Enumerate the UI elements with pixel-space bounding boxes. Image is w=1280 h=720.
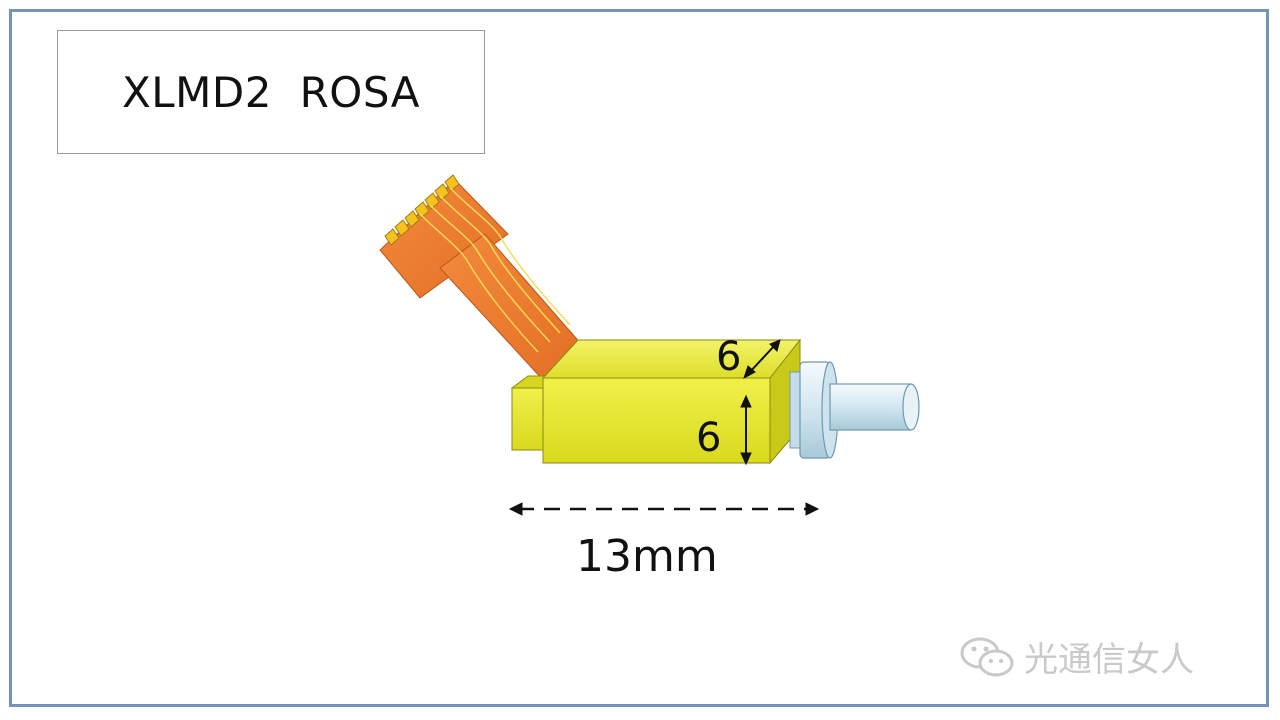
- wechat-icon: [960, 637, 1014, 676]
- title-box: XLMD2 ROSA: [57, 30, 485, 154]
- length-label: 13mm: [576, 531, 718, 582]
- flex-cable: [379, 174, 583, 381]
- body-front-face: [542, 377, 771, 464]
- depth-label: 6: [716, 334, 741, 380]
- dimension-arrows: [508, 339, 820, 516]
- depth-arrow: [747, 343, 777, 375]
- flex-pins: [384, 174, 460, 246]
- watermark: 光通信女人: [958, 632, 1194, 681]
- rosa-body: [541, 338, 802, 465]
- diagram-title: XLMD2 ROSA: [121, 67, 421, 117]
- watermark-text: 光通信女人: [1024, 640, 1194, 680]
- height-label: 6: [696, 415, 721, 461]
- flex-traces: [419, 187, 571, 353]
- optical-receptacle: [789, 361, 920, 459]
- rear-block: [510, 375, 549, 451]
